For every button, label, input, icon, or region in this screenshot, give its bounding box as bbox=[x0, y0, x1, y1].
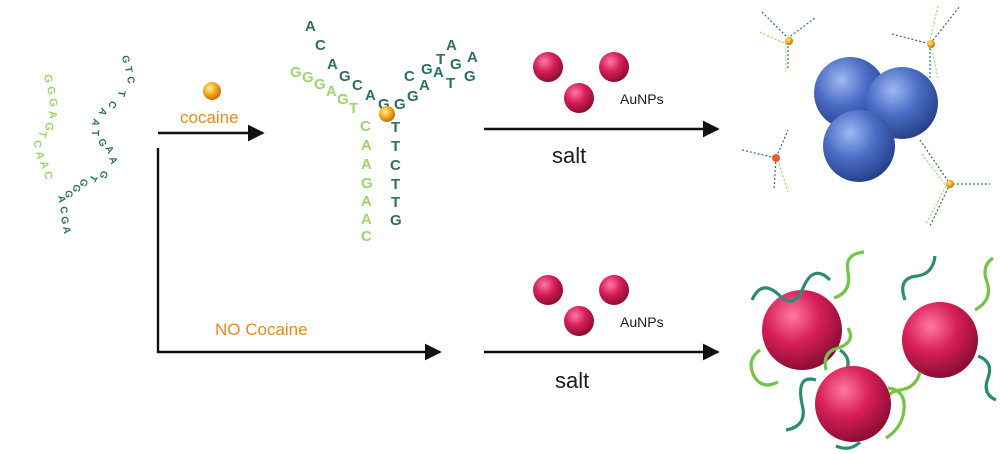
bound-cocaine bbox=[379, 106, 395, 122]
aunps-top bbox=[533, 52, 629, 113]
svg-text:T: T bbox=[349, 100, 358, 117]
svg-text:C: C bbox=[404, 68, 415, 85]
svg-text:A: A bbox=[60, 226, 72, 235]
svg-text:C: C bbox=[124, 76, 136, 85]
svg-text:C: C bbox=[361, 228, 372, 245]
svg-text:C: C bbox=[31, 140, 43, 148]
svg-text:T: T bbox=[436, 51, 445, 68]
svg-text:T: T bbox=[391, 176, 400, 193]
svg-text:G: G bbox=[302, 69, 314, 86]
salt-bottom-label: salt bbox=[555, 368, 589, 393]
svg-text:T: T bbox=[446, 75, 455, 92]
svg-text:G: G bbox=[337, 91, 349, 108]
free-strand-light: G G G A G T C A A C bbox=[31, 73, 59, 180]
svg-text:A: A bbox=[327, 56, 338, 73]
svg-text:G: G bbox=[70, 183, 82, 193]
svg-text:A: A bbox=[33, 150, 46, 160]
svg-text:C: C bbox=[41, 170, 54, 180]
svg-text:G: G bbox=[42, 122, 55, 132]
svg-text:C: C bbox=[352, 77, 363, 94]
svg-text:A: A bbox=[55, 195, 67, 204]
svg-text:C: C bbox=[315, 37, 326, 54]
svg-text:T: T bbox=[35, 129, 48, 139]
svg-text:G: G bbox=[76, 177, 89, 188]
svg-text:A: A bbox=[46, 110, 59, 119]
mini-aptamer-3 bbox=[741, 129, 789, 193]
svg-text:A: A bbox=[305, 18, 316, 35]
svg-text:G: G bbox=[361, 175, 373, 192]
svg-text:C: C bbox=[390, 157, 401, 174]
svg-text:G: G bbox=[421, 61, 433, 78]
svg-text:T: T bbox=[122, 66, 134, 74]
svg-text:T: T bbox=[115, 89, 127, 97]
svg-text:G: G bbox=[58, 216, 70, 226]
salt-top-label: salt bbox=[552, 143, 586, 168]
aunps-top-label: AuNPs bbox=[620, 91, 664, 107]
svg-text:T: T bbox=[86, 173, 99, 184]
aptamer-cocaine-complex: A C A G C A G G G G A G T C A A G A A C … bbox=[290, 18, 478, 245]
svg-text:A: A bbox=[467, 49, 478, 66]
svg-text:G: G bbox=[95, 137, 108, 148]
svg-text:A: A bbox=[361, 137, 372, 154]
svg-text:G: G bbox=[464, 68, 476, 85]
svg-text:C: C bbox=[105, 99, 118, 110]
svg-text:G: G bbox=[44, 85, 57, 96]
svg-text:A: A bbox=[433, 64, 444, 81]
dispersed-aunp-3 bbox=[785, 327, 906, 450]
svg-text:C: C bbox=[57, 206, 69, 215]
svg-text:A: A bbox=[89, 117, 102, 128]
svg-text:G: G bbox=[290, 64, 302, 81]
mini-aptamer-2 bbox=[891, 5, 961, 79]
no-cocaine-arrow bbox=[156, 148, 442, 361]
svg-text:G: G bbox=[394, 96, 406, 113]
svg-text:G: G bbox=[450, 56, 462, 73]
aggregated-aunps bbox=[814, 57, 938, 182]
svg-text:T: T bbox=[391, 119, 400, 136]
svg-text:G: G bbox=[314, 76, 326, 93]
svg-text:G: G bbox=[390, 212, 402, 229]
svg-text:A: A bbox=[446, 37, 457, 54]
dispersed-aunps bbox=[749, 250, 997, 450]
svg-text:G: G bbox=[96, 169, 109, 180]
svg-text:G: G bbox=[46, 97, 59, 108]
svg-text:T: T bbox=[391, 138, 400, 155]
aunps-bottom-label: AuNPs bbox=[620, 314, 664, 330]
mini-aptamer-complexes bbox=[741, 5, 990, 227]
svg-text:A: A bbox=[361, 156, 372, 173]
svg-text:A: A bbox=[106, 155, 119, 166]
svg-text:A: A bbox=[102, 144, 115, 156]
svg-text:G: G bbox=[119, 55, 131, 65]
mini-aptamer-1 bbox=[759, 11, 816, 72]
mini-aptamer-4 bbox=[919, 139, 990, 227]
svg-text:C: C bbox=[360, 118, 371, 135]
free-strand-dark: G T C T C A A T G A A G T G G G A C G A bbox=[55, 55, 136, 235]
svg-text:T: T bbox=[89, 130, 100, 136]
svg-text:G: G bbox=[62, 190, 74, 199]
cocaine-molecule bbox=[203, 82, 221, 100]
svg-text:A: A bbox=[96, 106, 109, 118]
svg-text:G: G bbox=[378, 96, 390, 113]
svg-text:T: T bbox=[391, 194, 400, 211]
svg-text:G: G bbox=[407, 88, 419, 105]
cocaine-label: cocaine bbox=[180, 108, 239, 127]
aunps-bottom bbox=[533, 275, 629, 336]
free-aptamer-strands: G G G A G T C A A C G T C T C A A T G A … bbox=[31, 55, 136, 235]
svg-text:A: A bbox=[326, 83, 337, 100]
svg-text:A: A bbox=[37, 160, 51, 171]
svg-text:G: G bbox=[339, 68, 351, 85]
dispersed-aunp-2 bbox=[885, 255, 997, 409]
svg-text:A: A bbox=[365, 87, 376, 104]
svg-text:A: A bbox=[419, 77, 430, 94]
no-cocaine-label: NO Cocaine bbox=[215, 320, 308, 339]
svg-text:A: A bbox=[361, 211, 372, 228]
svg-text:A: A bbox=[361, 193, 372, 210]
svg-text:G: G bbox=[41, 73, 54, 84]
